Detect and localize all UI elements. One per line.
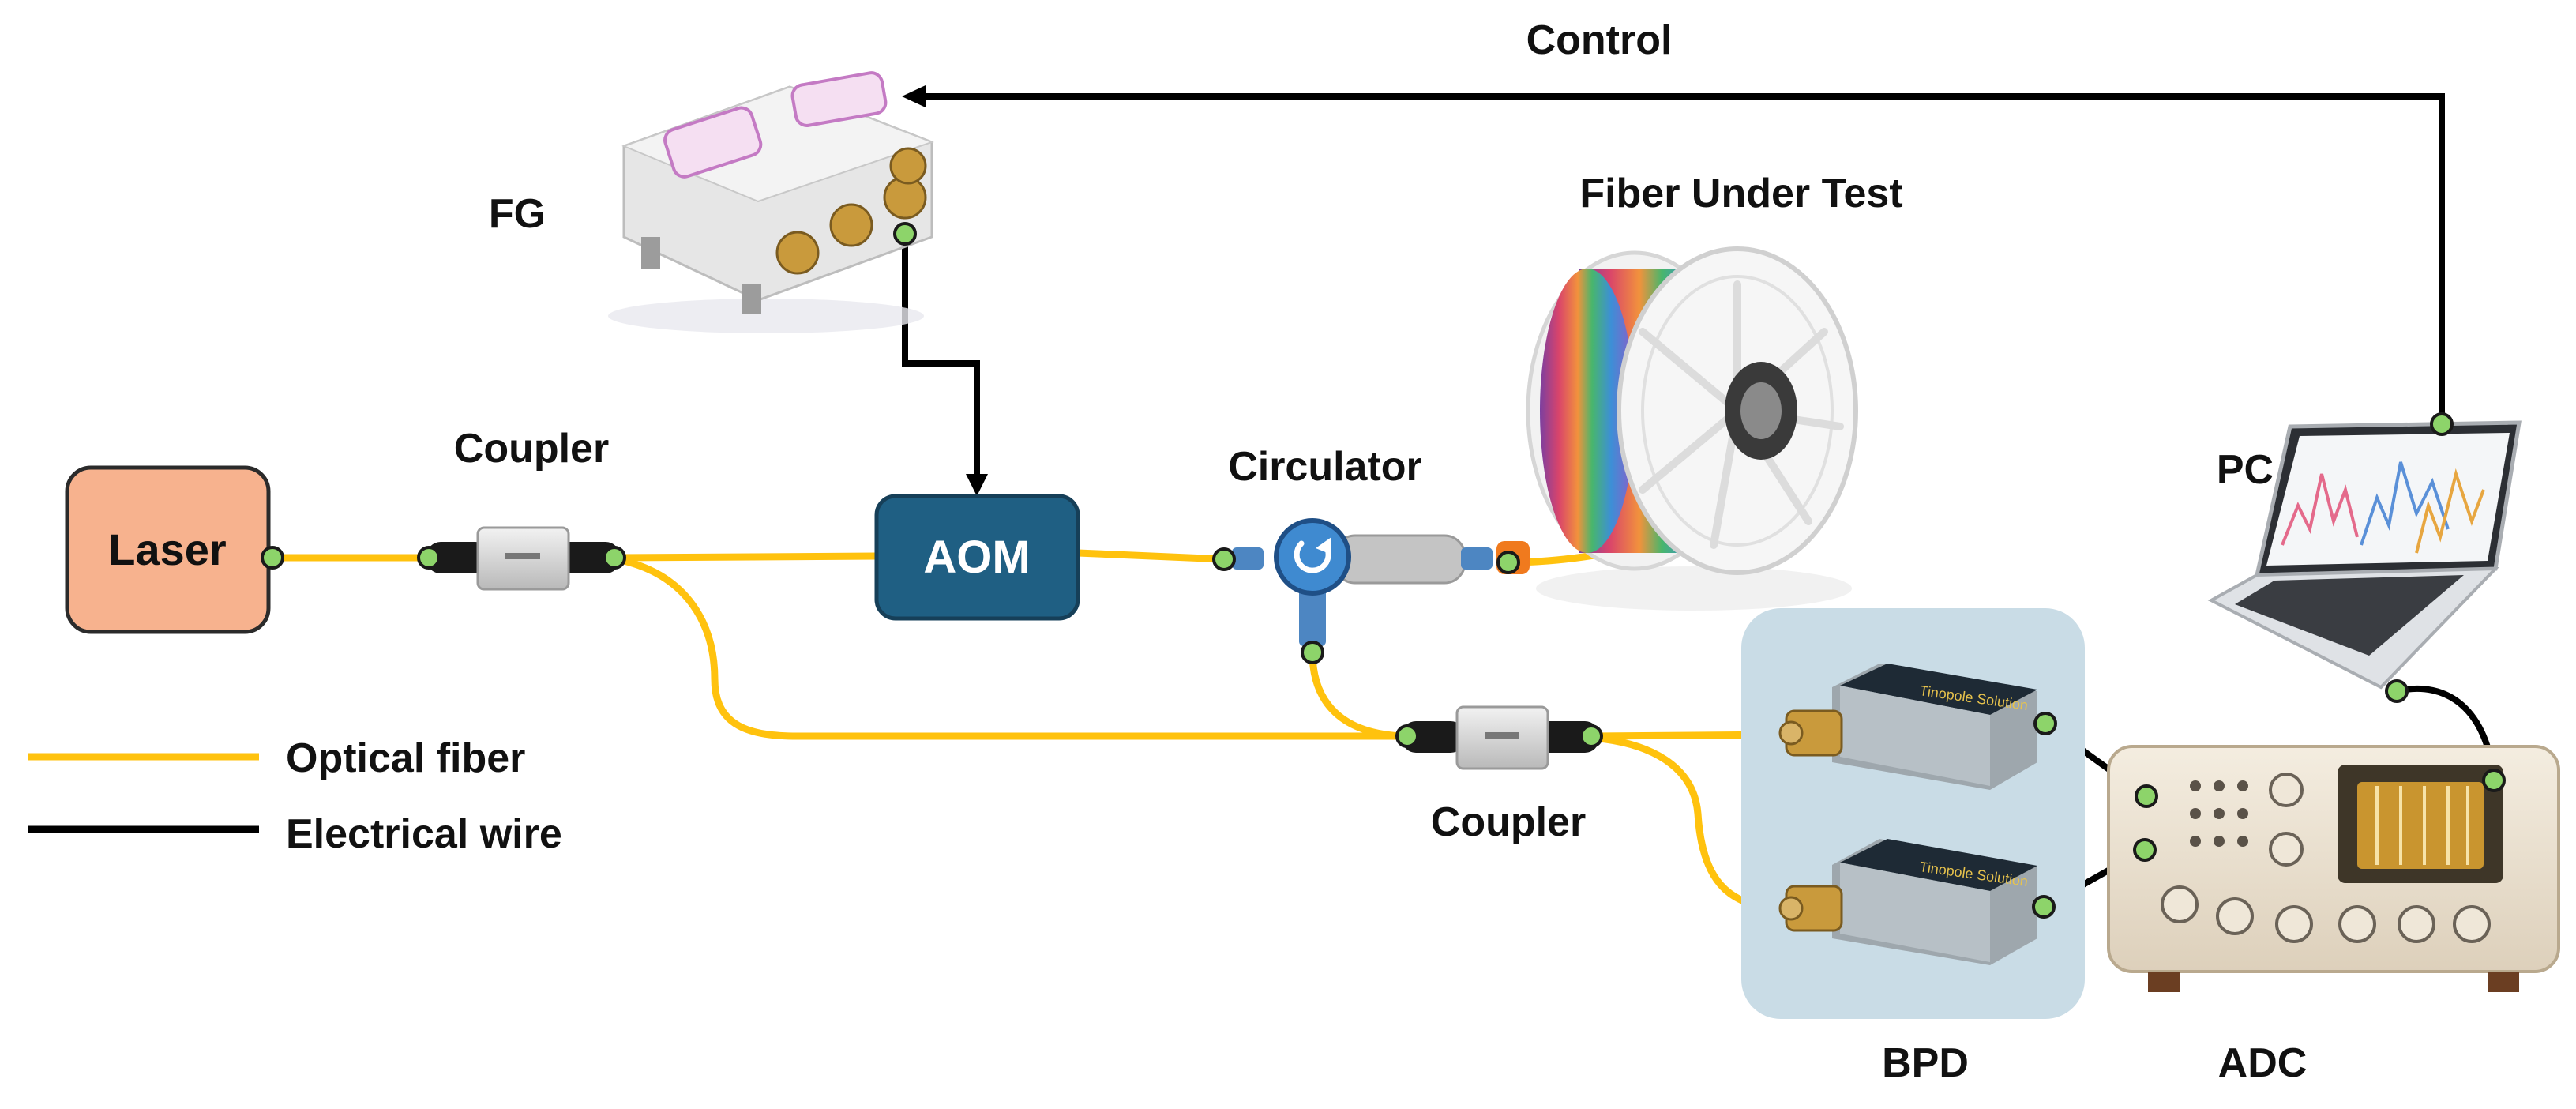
circulator-icon	[1274, 518, 1351, 596]
bpd-unit-top: Tinopole Solution	[1778, 664, 2037, 790]
legend-electrical-label: Electrical wire	[286, 811, 562, 857]
fiber-circulator-to-coupler2	[1309, 648, 1410, 740]
circulator-label: Circulator	[1228, 444, 1422, 490]
coupler-1	[426, 526, 620, 591]
pc-label: PC	[2217, 447, 2274, 493]
node-fg-out	[893, 222, 917, 246]
fiber-coupler1-to-aom	[612, 552, 881, 562]
pc-laptop	[2207, 420, 2522, 690]
node-adc-in-2	[2133, 838, 2157, 862]
coupler-2	[1402, 705, 1599, 770]
laser: Laser	[65, 465, 271, 634]
wire-pc-control-to-fg	[916, 93, 2445, 424]
circulator	[1232, 518, 1530, 646]
arrow-into-fg	[902, 85, 926, 107]
node-pc-usb	[2385, 679, 2409, 703]
node-coupler1-out	[603, 546, 626, 570]
node-adc-in-1	[2135, 784, 2158, 808]
node-circulator-return	[1301, 641, 1324, 664]
fiber-aom-to-circulator	[1074, 549, 1228, 563]
optical-fibers	[268, 541, 1789, 912]
aom-label: AOM	[923, 532, 1030, 583]
node-laser-out	[261, 546, 284, 570]
node-coupler1-in	[417, 546, 441, 570]
fiber-under-test-label: Fiber Under Test	[1579, 171, 1902, 216]
legend-optical-label: Optical fiber	[286, 735, 525, 781]
bpd-unit-bottom: Tinopole Solution	[1778, 839, 2037, 965]
fg-label: FG	[489, 191, 546, 237]
legend: Optical fiber Electrical wire	[28, 735, 562, 857]
node-adc-data	[2482, 769, 2506, 792]
connector-nodes	[261, 222, 2506, 919]
node-coupler2-out	[1579, 724, 1603, 748]
function-generator	[608, 71, 934, 333]
fiber-spool	[1526, 246, 1858, 611]
node-bpd-top-out	[2033, 712, 2057, 735]
fiber-coupler2-to-bpd-bottom	[1587, 734, 1789, 912]
node-circulator-in	[1212, 547, 1236, 571]
coupler-2-label: Coupler	[1431, 799, 1586, 845]
wire-fg-to-aom	[902, 234, 980, 482]
control-label: Control	[1526, 17, 1673, 63]
bpd-label: BPD	[1882, 1040, 1969, 1086]
adc	[2107, 745, 2560, 992]
node-circulator-out	[1496, 551, 1520, 574]
coupler-1-label: Coupler	[454, 426, 609, 472]
fiber-coupler1-to-coupler2	[620, 557, 1410, 740]
bpd: Tinopole Solution Tinopole Solution	[1741, 608, 2085, 1019]
arrow-into-aom	[966, 474, 988, 496]
aom: AOM	[874, 494, 1080, 621]
node-pc-control	[2430, 412, 2454, 436]
adc-label: ADC	[2218, 1040, 2308, 1086]
node-coupler2-in	[1395, 724, 1419, 748]
laser-label: Laser	[108, 524, 226, 574]
node-bpd-bottom-out	[2032, 895, 2056, 919]
